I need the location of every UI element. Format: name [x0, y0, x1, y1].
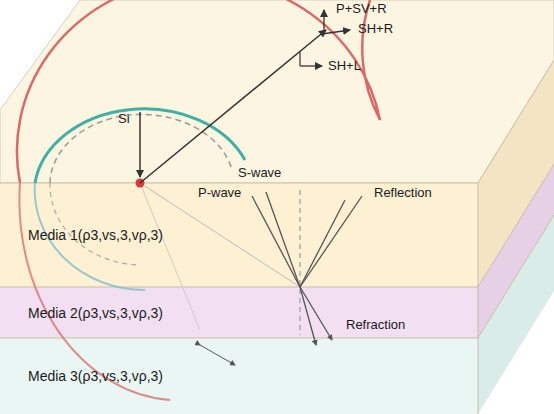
- ray-label: Refraction: [344, 318, 407, 332]
- source-label: Si: [116, 112, 132, 126]
- wave-mode-label: P+SV+R: [334, 2, 389, 16]
- wave-mode-label: SH+R: [356, 22, 395, 36]
- media-layer: Media 2(ρ3,vs,3,vρ,3): [0, 287, 478, 338]
- wave-mode-label: SH+L: [326, 59, 363, 73]
- ray-label: Reflection: [372, 186, 434, 200]
- layer-label: Media 1(ρ3,vs,3,vρ,3): [0, 227, 163, 243]
- layer-label: Media 2(ρ3,vs,3,vρ,3): [0, 305, 163, 321]
- media-layer: Media 3(ρ3,vs,3,vρ,3): [0, 338, 478, 414]
- wave-label: S-wave: [236, 166, 283, 180]
- layer-label: Media 3(ρ3,vs,3,vρ,3): [0, 368, 163, 384]
- wave-label: P-wave: [196, 186, 243, 200]
